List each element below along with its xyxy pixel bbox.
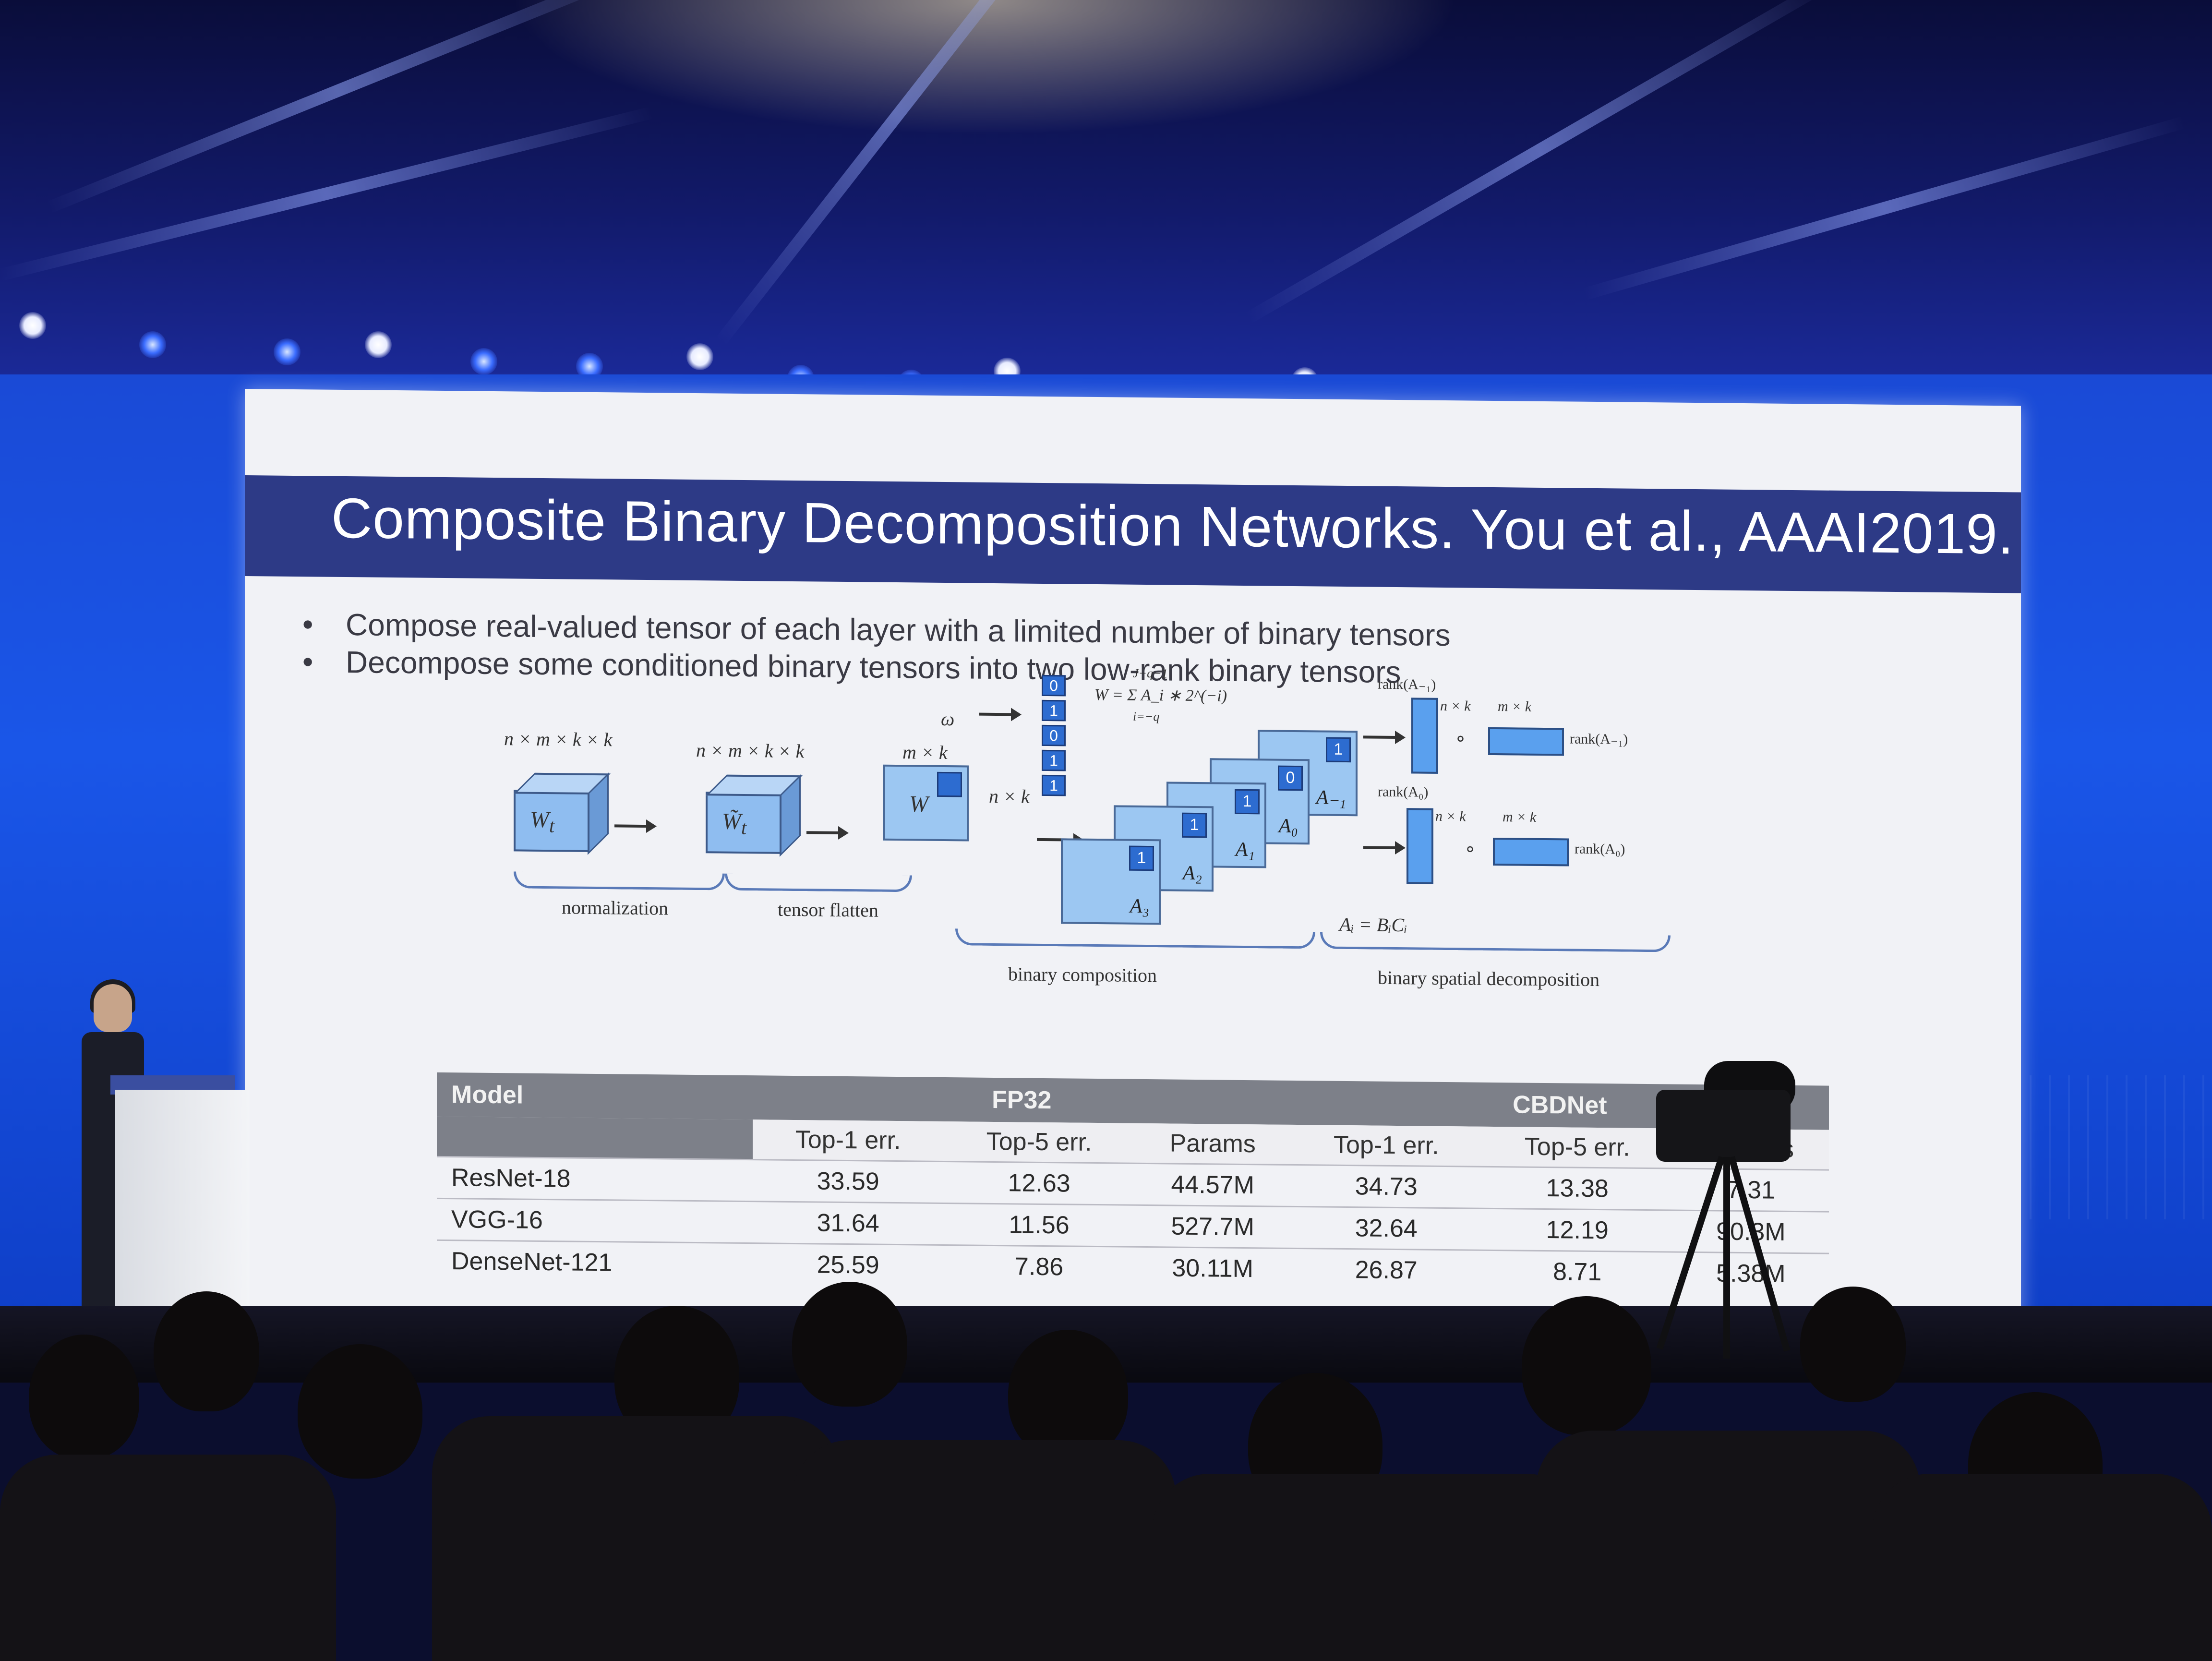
audience-body (432, 1416, 840, 1661)
label-normalization: normalization (562, 896, 669, 919)
stage-light (470, 348, 497, 375)
audience-head (298, 1344, 422, 1479)
audience-head (1522, 1296, 1651, 1435)
stage-light (19, 312, 46, 339)
rank-label: rank(A₀) (1378, 783, 1429, 800)
low-rank-matrix-c (1493, 837, 1569, 867)
table-cell: 44.57M (1134, 1163, 1291, 1207)
lighting-rig (0, 312, 2212, 430)
low-rank-matrix-b (1407, 808, 1433, 884)
brace-spatial-decomposition (1320, 932, 1671, 952)
table-cell: 527.7M (1134, 1205, 1291, 1249)
audience-body (0, 1455, 336, 1661)
binary-matrix-a-1: 1 A₋₁ (1258, 730, 1358, 817)
rank-label: rank(A₋₁) (1378, 676, 1436, 693)
arrow-icon (614, 824, 648, 828)
arrow-icon (1363, 735, 1397, 739)
audience-body (1152, 1474, 1584, 1661)
arrow-icon (979, 712, 1013, 716)
table-cell-model: ResNet-18 (437, 1156, 753, 1202)
dim-label: n × m × k × k (696, 739, 805, 762)
audience-head (1008, 1330, 1128, 1459)
arrow-icon (806, 831, 840, 834)
binary-matrix-a0: 0 A₀ (1210, 758, 1310, 845)
dim-label: n × k (989, 785, 1030, 807)
audience-head (1800, 1287, 1906, 1402)
dim-label: n × m × k × k (504, 728, 613, 751)
video-camera (1642, 1042, 1824, 1359)
bullet-list: •Compose real-valued tensor of each laye… (302, 605, 1451, 691)
table-cell: 31.64 (752, 1201, 944, 1245)
tripod-leg (1723, 1157, 1730, 1359)
audience-head (154, 1291, 259, 1411)
rank-label: rank(A₀) (1575, 841, 1625, 857)
audience-body (1872, 1474, 2212, 1661)
low-rank-matrix-c (1488, 727, 1564, 756)
column-header: Top-5 err. (943, 1121, 1135, 1164)
compose-dot-icon: ∘ (1464, 838, 1477, 860)
label-binary-spatial-decomposition: binary spatial decomposition (1378, 966, 1600, 991)
label-binary-composition: binary composition (1008, 963, 1157, 987)
stage-light (686, 343, 713, 370)
sum-lower-limit: i=−q (1133, 709, 1160, 724)
omega-label: ω (941, 708, 955, 730)
podium (115, 1090, 250, 1315)
stage-light (139, 331, 166, 358)
audience-head (29, 1335, 139, 1459)
dim-label: n × k (1440, 698, 1471, 714)
dim-label: m × k (1498, 698, 1532, 715)
column-header: Params (1134, 1123, 1291, 1165)
binary-matrix-a1: 1 A₁ (1166, 782, 1266, 868)
low-rank-matrix-b (1411, 698, 1438, 774)
sum-upper-limit: J−q−1 (1133, 666, 1168, 681)
compose-dot-icon: ∘ (1455, 727, 1467, 749)
binary-matrix-a3: 1 A₃ (1061, 838, 1161, 925)
table-header-model: Model (437, 1072, 753, 1120)
brace-binary-composition (955, 928, 1315, 949)
stage-light (274, 338, 301, 365)
binary-bit-column: 0 1 0 1 1 (1042, 674, 1066, 800)
brace-normalization (514, 871, 725, 891)
audience-head (792, 1282, 907, 1407)
camera-body (1656, 1090, 1791, 1162)
column-header: Top-1 err. (752, 1119, 944, 1162)
label-tensor-flatten: tensor flatten (778, 898, 878, 921)
dim-label: m × k (902, 741, 948, 764)
dim-label: m × k (1503, 809, 1537, 825)
audience-body (1536, 1431, 1920, 1661)
rank-label: rank(A₋₁) (1570, 731, 1628, 747)
stage-light (365, 331, 392, 358)
table-cell: 32.64 (1290, 1206, 1482, 1251)
table-cell-model: VGG-16 (437, 1198, 753, 1243)
table-cell: 12.63 (943, 1161, 1135, 1205)
light-beam (46, 0, 629, 214)
audience (0, 1272, 2212, 1661)
sum-formula: W = Σ A_i ∗ 2^(−i) (1094, 686, 1227, 705)
ceiling (0, 0, 2212, 384)
brace-flatten (725, 873, 912, 892)
bullet-dot-icon: • (302, 644, 313, 679)
slide-title-bar: Composite Binary Decomposition Networks.… (245, 475, 2021, 593)
audience-body (792, 1440, 1176, 1661)
column-header: Top-1 err. (1290, 1124, 1482, 1167)
cbdnet-diagram: n × m × k × k n × m × k × k Wt W̃t m × k… (245, 666, 2021, 1040)
table-cell: 33.59 (752, 1159, 944, 1204)
table-cell: 34.73 (1290, 1165, 1482, 1209)
normalized-weight-cube: W̃t (706, 774, 803, 857)
light-beam (715, 0, 1080, 347)
results-table: Model FP32 CBDNet Top-1 err. Top-5 err. … (437, 1072, 1829, 1295)
table-header-fp32: FP32 (752, 1075, 1291, 1125)
slide-title: Composite Binary Decomposition Networks.… (331, 486, 2014, 566)
bullet-dot-icon: • (302, 607, 313, 642)
dim-label: n × k (1435, 808, 1466, 825)
table-cell: 11.56 (943, 1203, 1135, 1247)
arrow-icon (1363, 846, 1397, 850)
flattened-matrix: W (883, 764, 969, 842)
light-beam (1245, 0, 1833, 324)
light-beam (1582, 116, 2186, 301)
weight-cube: Wt (514, 772, 611, 855)
